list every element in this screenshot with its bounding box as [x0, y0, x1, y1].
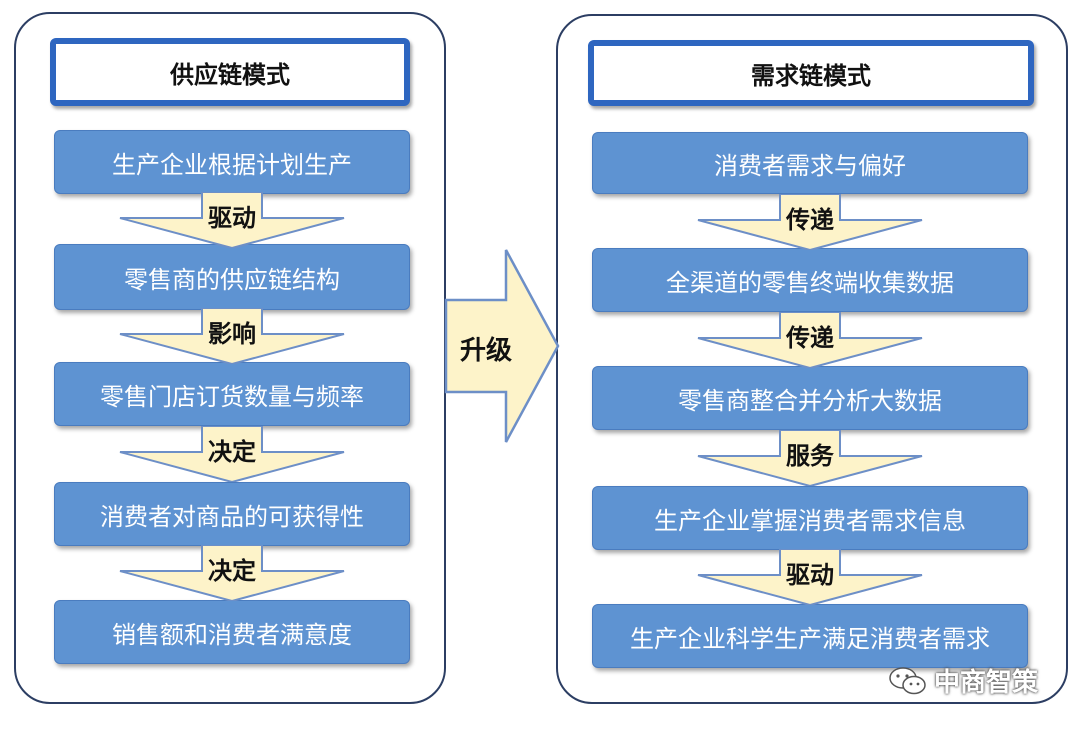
supply-step-1: 生产企业根据计划生产	[54, 130, 410, 194]
supply-step-5: 销售额和消费者满意度	[54, 600, 410, 664]
down-arrow-icon	[119, 308, 345, 364]
arrow-label: 决定	[208, 557, 256, 585]
watermark: 中商智策	[888, 662, 1038, 699]
arrow-label: 服务	[786, 442, 834, 470]
supply-step-4: 消费者对商品的可获得性	[54, 482, 410, 546]
demand-step-1: 消费者需求与偏好	[592, 132, 1028, 194]
down-arrow-icon	[119, 545, 345, 601]
watermark-text: 中商智策	[934, 668, 1039, 698]
arrow-label: 影响	[208, 320, 256, 348]
demand-chain-title: 需求链模式	[588, 40, 1034, 106]
demand-step-2: 全渠道的零售终端收集数据	[592, 248, 1028, 312]
arrow-label: 驱动	[786, 561, 834, 589]
down-arrow-icon	[119, 192, 345, 248]
demand-step-5: 生产企业科学生产满足消费者需求	[592, 604, 1028, 668]
down-arrow-icon	[697, 312, 923, 368]
demand-step-3: 零售商整合并分析大数据	[592, 366, 1028, 430]
upgrade-label: 升级	[459, 336, 512, 366]
supply-step-2: 零售商的供应链结构	[54, 244, 410, 310]
supply-chain-title: 供应链模式	[50, 38, 410, 106]
demand-step-4: 生产企业掌握消费者需求信息	[592, 486, 1028, 550]
arrow-label: 驱动	[208, 204, 256, 232]
down-arrow-icon	[697, 549, 923, 605]
down-arrow-icon	[697, 430, 923, 486]
supply-step-3: 零售门店订货数量与频率	[54, 362, 410, 426]
down-arrow-icon	[119, 426, 345, 482]
arrow-label: 传递	[786, 324, 834, 352]
arrow-label: 决定	[208, 438, 256, 466]
arrow-label: 传递	[786, 206, 834, 234]
down-arrow-icon	[697, 194, 923, 250]
right-arrow-icon	[444, 249, 560, 443]
wechat-icon	[889, 666, 926, 694]
